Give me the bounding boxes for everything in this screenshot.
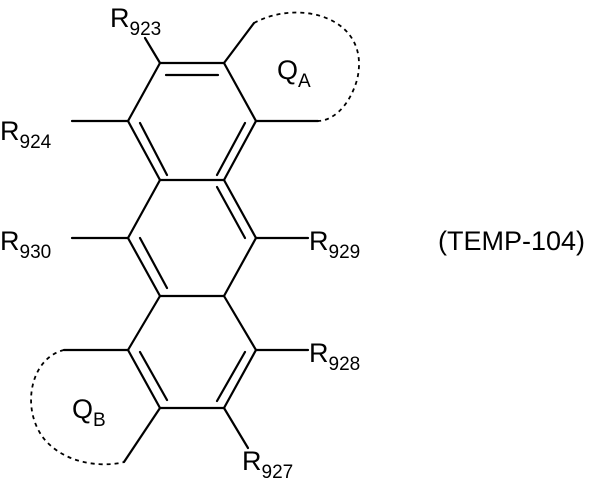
bond-r923 (145, 38, 160, 63)
label-r923: R923 (110, 3, 161, 40)
label-r929: R929 (309, 226, 360, 263)
ring-qb: QB (31, 350, 160, 464)
substituent-bonds (72, 38, 308, 448)
bond (128, 63, 160, 121)
bond-qa-top (224, 23, 254, 63)
bond (224, 238, 256, 296)
ring-bottom (128, 296, 256, 408)
bond-qb-bottom (124, 408, 160, 462)
bond (224, 63, 256, 121)
label-r930: R930 (0, 226, 51, 263)
label-r927: R927 (242, 446, 293, 483)
bond (224, 296, 256, 350)
bond (128, 296, 160, 350)
double-bond-inner (140, 238, 167, 288)
qa-label: QA (277, 55, 311, 92)
qa-dashed-ring (254, 13, 359, 121)
label-r924: R924 (0, 116, 52, 153)
bond (128, 180, 160, 238)
qb-label: QB (72, 394, 106, 431)
compound-label: (TEMP-104) (438, 226, 585, 256)
ring-qa: QA (224, 13, 359, 121)
double-bond-inner (140, 352, 167, 400)
label-r928: R928 (309, 338, 360, 375)
ring-top (128, 63, 256, 180)
bond (224, 121, 256, 180)
bond-r927 (224, 408, 248, 448)
ring-middle (128, 180, 256, 296)
